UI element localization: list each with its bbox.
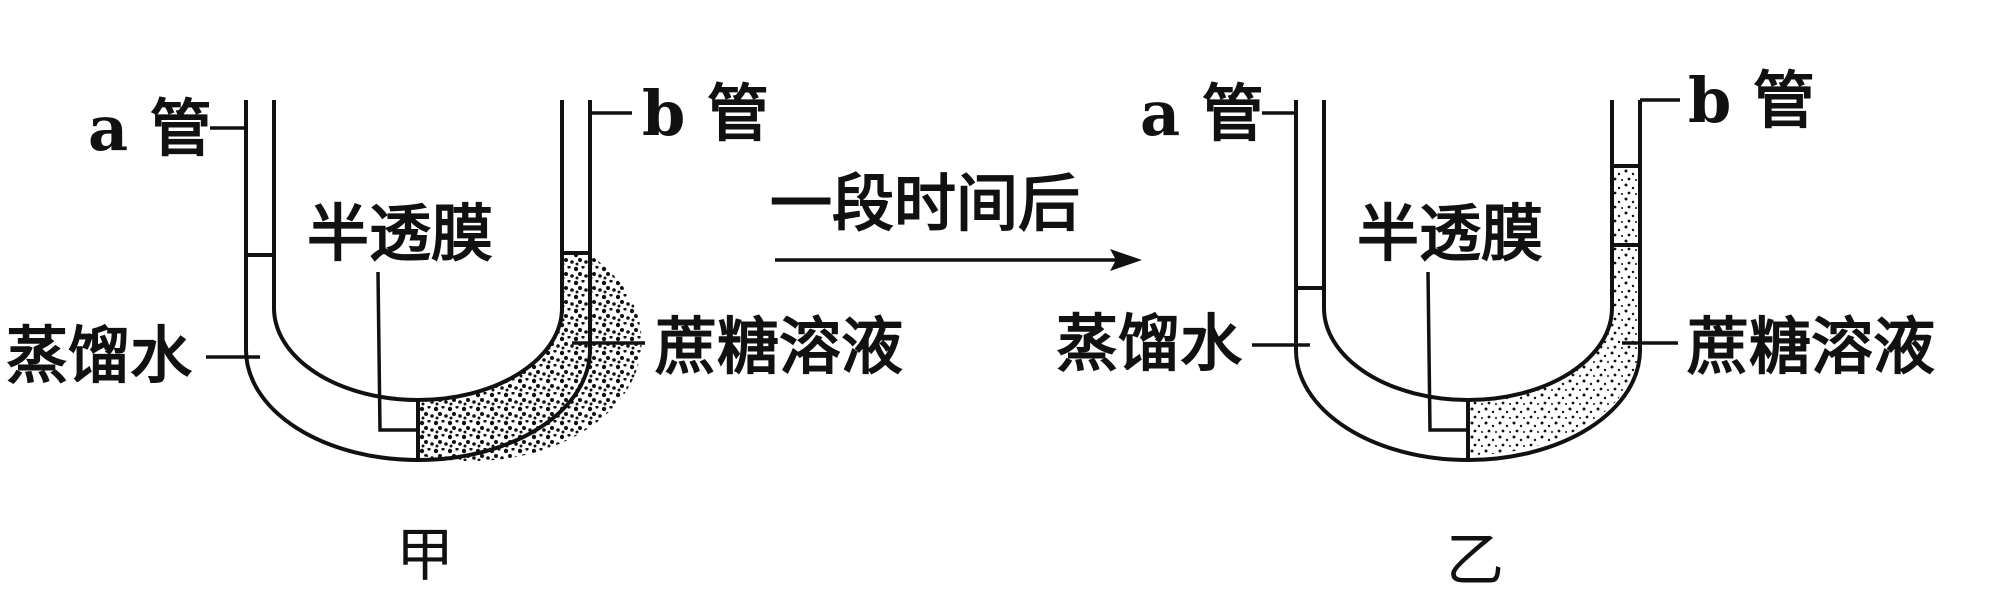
label-tube-a-right: a 管 bbox=[1140, 77, 1264, 150]
label-sucrose-right: 蔗糖溶液 bbox=[1687, 310, 1935, 383]
label-water-right: 蒸馏水 bbox=[1056, 307, 1243, 380]
arrow-head bbox=[1110, 249, 1142, 271]
process-arrow bbox=[775, 249, 1142, 271]
sucrose-fill-yi bbox=[1468, 168, 1640, 456]
caption-left: 甲 bbox=[396, 521, 454, 589]
membrane-pointer-yi bbox=[1426, 271, 1468, 432]
label-water-left: 蒸馏水 bbox=[6, 319, 193, 392]
sucrose-fill-jia bbox=[418, 255, 642, 462]
label-after-time: 一段时间后 bbox=[770, 167, 1080, 240]
apparatus-jia bbox=[206, 100, 645, 462]
label-tube-b-left: b 管 bbox=[642, 77, 769, 150]
label-membrane-right: 半透膜 bbox=[1357, 197, 1543, 270]
label-tube-a-left: a 管 bbox=[88, 92, 212, 165]
caption-right: 乙 bbox=[1446, 526, 1504, 594]
label-sucrose-left: 蔗糖溶液 bbox=[655, 310, 903, 383]
label-membrane-left: 半透膜 bbox=[307, 197, 493, 270]
label-tube-b-right: b 管 bbox=[1688, 64, 1815, 137]
apparatus-yi bbox=[1252, 98, 1680, 462]
membrane-pointer-jia bbox=[376, 271, 418, 432]
